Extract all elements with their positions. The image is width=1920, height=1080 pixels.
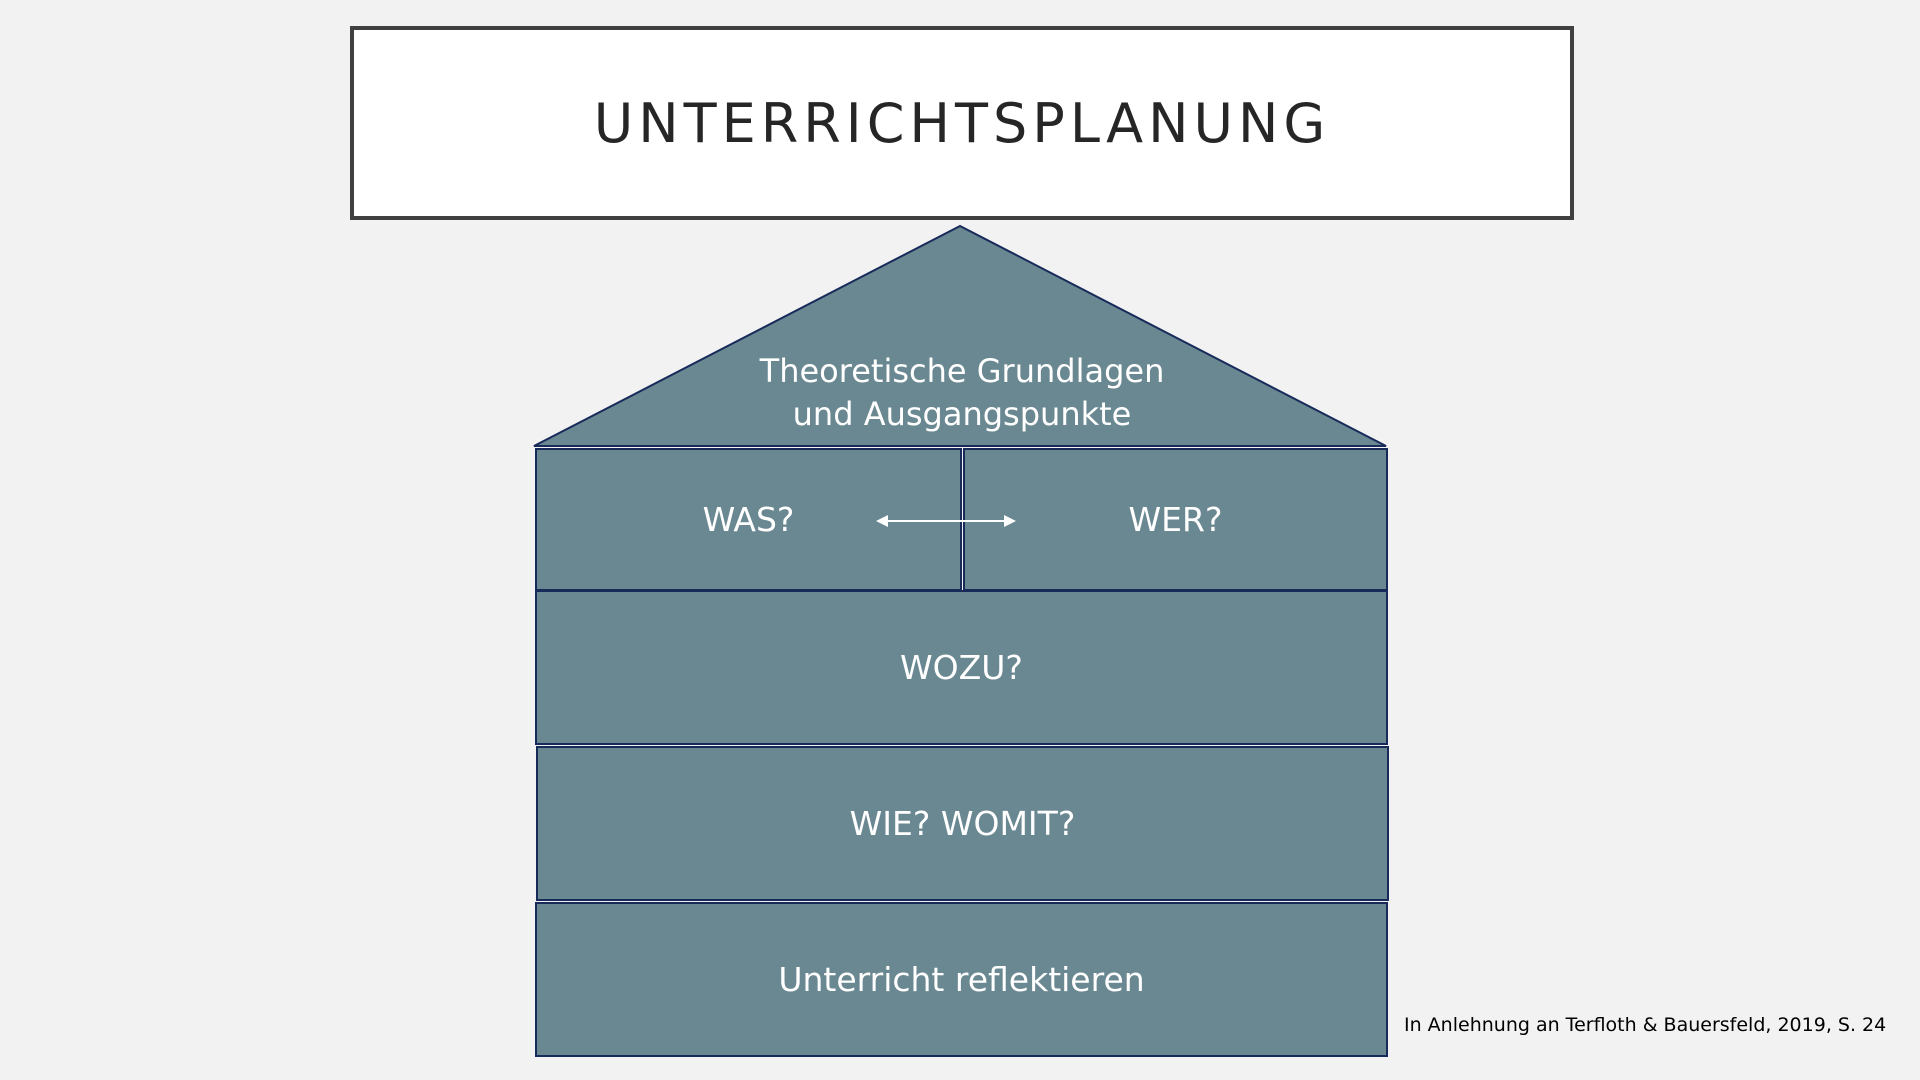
block-wie-womit: WIE? WOMIT? xyxy=(536,746,1389,901)
block-was: WAS? xyxy=(535,448,962,591)
source-citation: In Anlehnung an Terfloth & Bauersfeld, 2… xyxy=(1404,1014,1887,1036)
block-wer: WER? xyxy=(963,448,1388,591)
slide-title: UNTERRICHTSPLANUNG xyxy=(593,91,1331,155)
block-wozu: WOZU? xyxy=(535,590,1388,745)
block-reflektieren: Unterricht reflektieren xyxy=(535,902,1388,1057)
block-wie-womit-label: WIE? WOMIT? xyxy=(849,804,1076,843)
house-roof xyxy=(533,224,1387,447)
block-reflektieren-label: Unterricht reflektieren xyxy=(778,960,1145,999)
block-wer-label: WER? xyxy=(1128,500,1223,539)
roof-label: Theoretische Grundlagen und Ausgangspunk… xyxy=(700,350,1224,436)
title-box: UNTERRICHTSPLANUNG xyxy=(350,26,1574,220)
double-arrow-icon xyxy=(876,515,1016,527)
roof-label-line-1: Theoretische Grundlagen xyxy=(759,352,1165,390)
block-was-label: WAS? xyxy=(702,500,795,539)
block-wozu-label: WOZU? xyxy=(900,648,1023,687)
roof-label-line-2: und Ausgangspunkte xyxy=(792,395,1132,433)
